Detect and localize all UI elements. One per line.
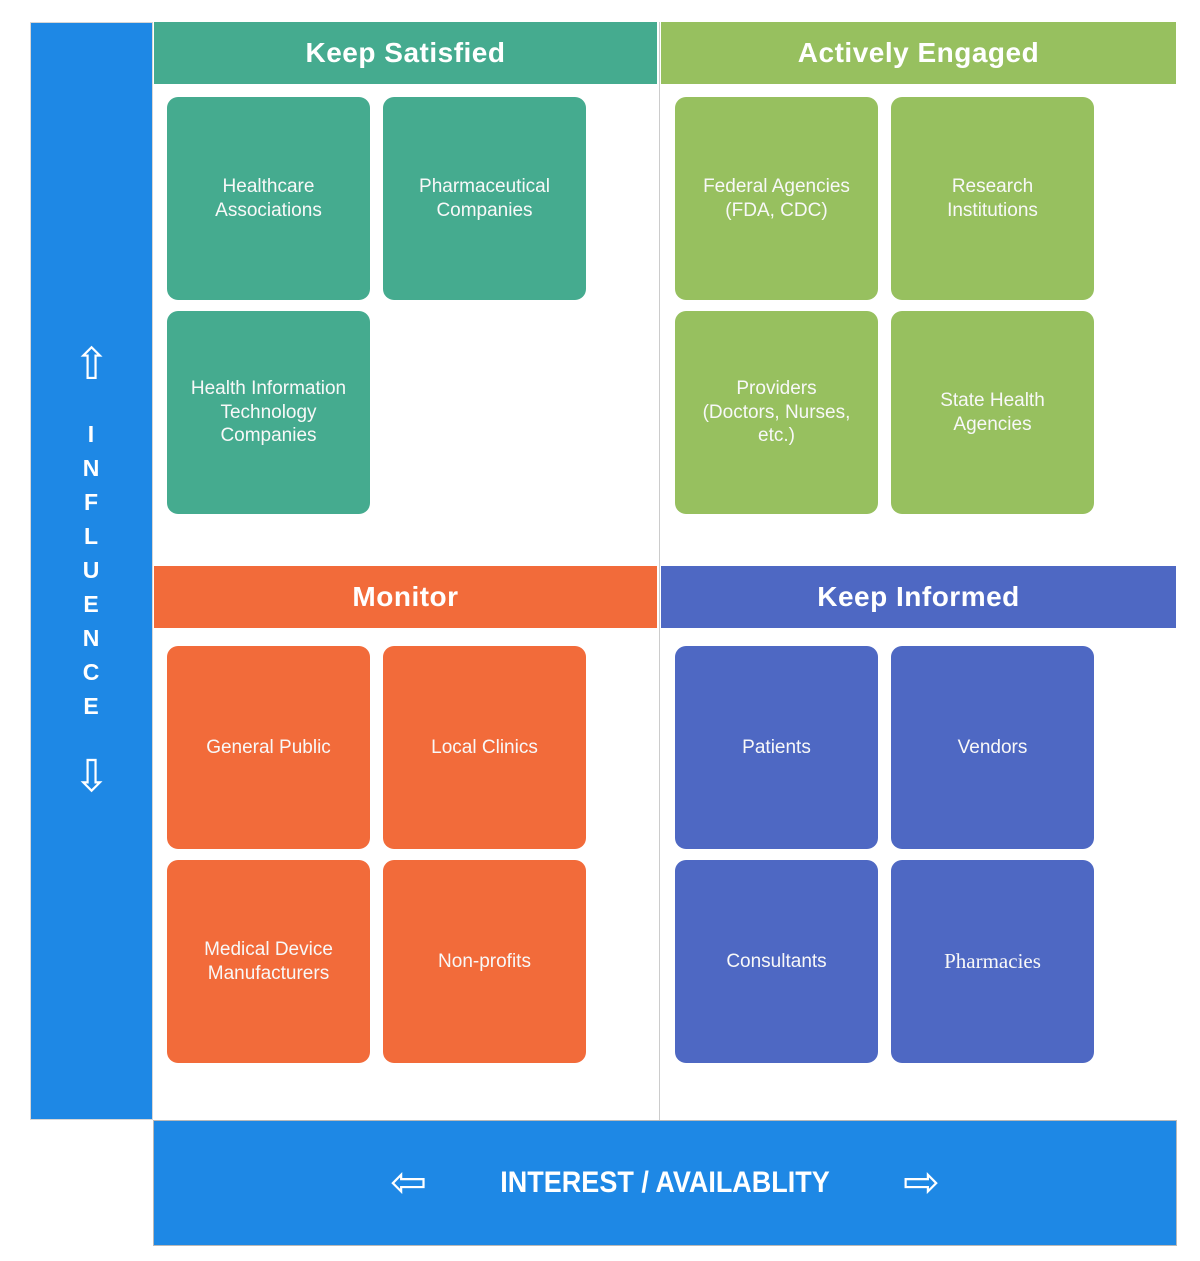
keep-satisfied-cards: Healthcare Associations Pharmaceutical C… xyxy=(167,97,599,514)
keep-informed-cards: Patients Vendors Consultants Pharmacies xyxy=(675,646,1107,1063)
quadrant-header-monitor: Monitor xyxy=(154,566,657,628)
stakeholder-card-consultants: Consultants xyxy=(675,860,878,1063)
stakeholder-card-vendors: Vendors xyxy=(891,646,1094,849)
arrow-left-icon: ⇦ xyxy=(390,1157,427,1208)
influence-letter: I xyxy=(87,421,96,447)
stakeholder-card-federal-agencies: Federal Agencies (FDA, CDC) xyxy=(675,97,878,300)
influence-letter: E xyxy=(83,693,100,719)
quadrant-header-keep-informed: Keep Informed xyxy=(661,566,1176,628)
actively-engaged-cards: Federal Agencies (FDA, CDC) Research Ins… xyxy=(675,97,1107,514)
quadrant-header-actively-engaged: Actively Engaged xyxy=(661,22,1176,84)
influence-letter: E xyxy=(83,591,100,617)
influence-axis-bar: ⇧ I N F L U E N C E ⇩ xyxy=(30,22,153,1120)
stakeholder-card-medical-device-manufacturers: Medical Device Manufacturers xyxy=(167,860,370,1063)
influence-letter: C xyxy=(82,659,101,685)
stakeholder-card-research-institutions: Research Institutions xyxy=(891,97,1094,300)
influence-letter: N xyxy=(82,455,101,481)
arrow-right-icon: ⇨ xyxy=(903,1157,940,1208)
stakeholder-card-pharmacies: Pharmacies xyxy=(891,860,1094,1063)
stakeholder-card-health-it-companies: Health Information Technology Companies xyxy=(167,311,370,514)
arrow-down-icon: ⇩ xyxy=(73,751,110,802)
stakeholder-card-local-clinics: Local Clinics xyxy=(383,646,586,849)
stakeholder-card-patients: Patients xyxy=(675,646,878,849)
stakeholder-card-providers: Providers (Doctors, Nurses, etc.) xyxy=(675,311,878,514)
interest-axis-label: INTEREST / AVAILABLITY xyxy=(500,1166,830,1199)
influence-letter: L xyxy=(83,523,100,549)
stakeholder-card-pharmaceutical-companies: Pharmaceutical Companies xyxy=(383,97,586,300)
influence-letter: F xyxy=(83,489,100,515)
stakeholder-card-state-health-agencies: State Health Agencies xyxy=(891,311,1094,514)
stakeholder-card-healthcare-associations: Healthcare Associations xyxy=(167,97,370,300)
stakeholder-card-general-public: General Public xyxy=(167,646,370,849)
influence-axis-label: I N F L U E N C E xyxy=(83,417,101,723)
influence-letter: U xyxy=(82,557,101,583)
arrow-up-icon: ⇧ xyxy=(73,339,110,390)
influence-letter: N xyxy=(82,625,101,651)
monitor-cards: General Public Local Clinics Medical Dev… xyxy=(167,646,599,1063)
quadrant-column-divider xyxy=(659,22,660,1120)
stakeholder-card-non-profits: Non-profits xyxy=(383,860,586,1063)
interest-axis-bar: ⇦ INTEREST / AVAILABLITY ⇨ xyxy=(153,1120,1177,1246)
quadrant-header-keep-satisfied: Keep Satisfied xyxy=(154,22,657,84)
